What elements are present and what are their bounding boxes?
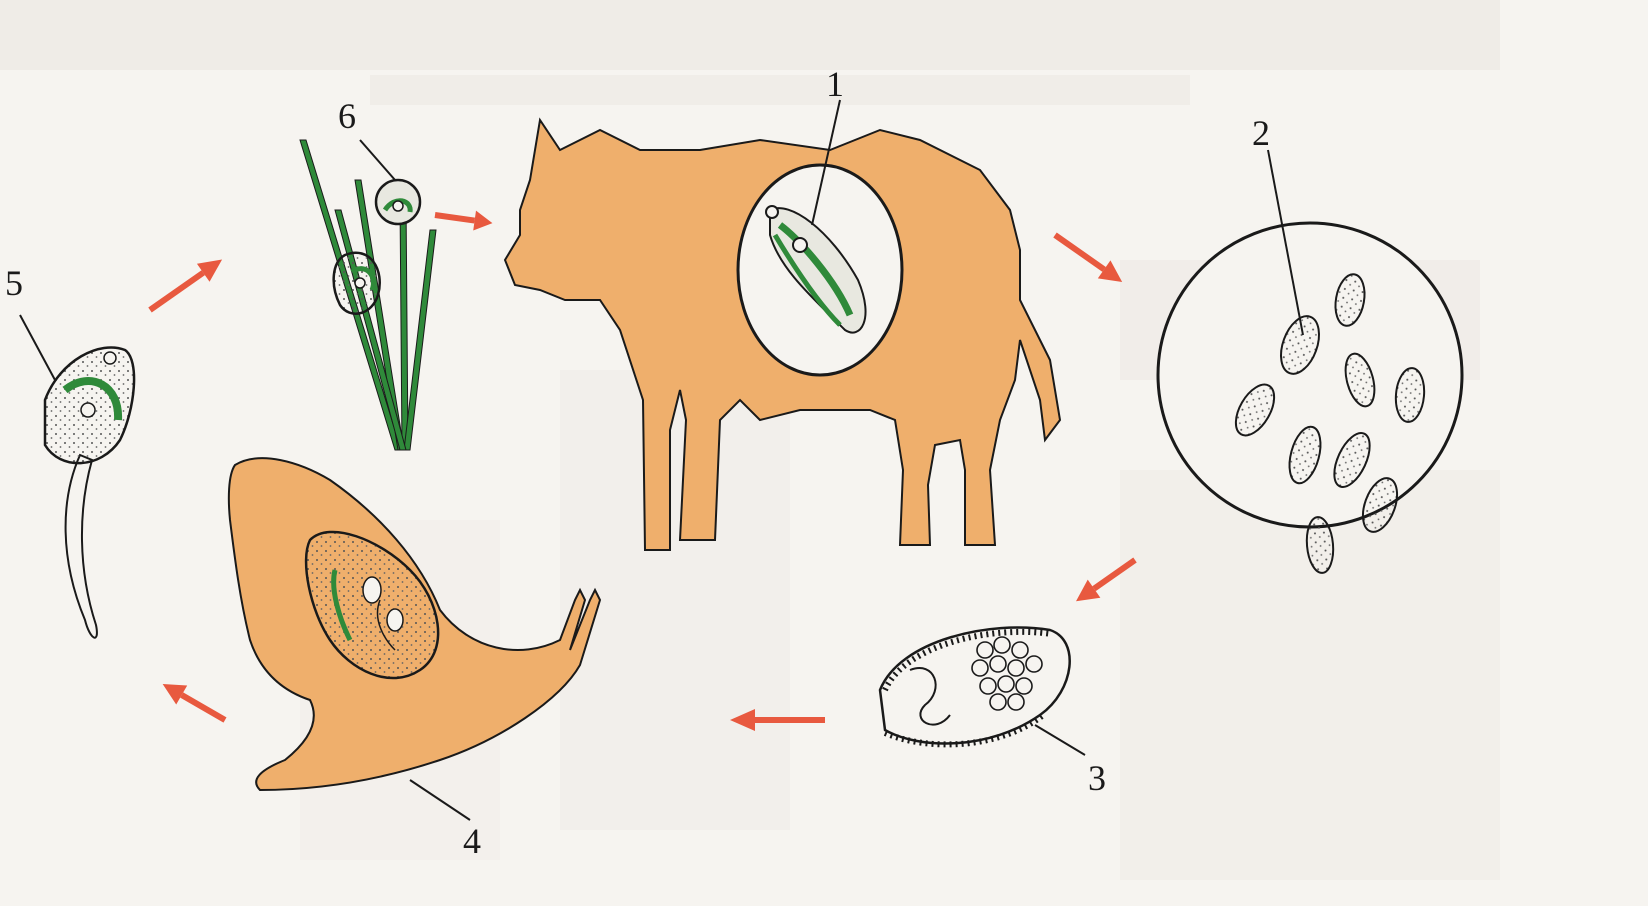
label-1: 1 — [826, 64, 844, 104]
label-2: 2 — [1252, 113, 1270, 153]
label-3: 3 — [1088, 758, 1106, 798]
label-5: 5 — [5, 263, 23, 303]
label-6: 6 — [338, 96, 356, 136]
label-4: 4 — [463, 821, 481, 861]
